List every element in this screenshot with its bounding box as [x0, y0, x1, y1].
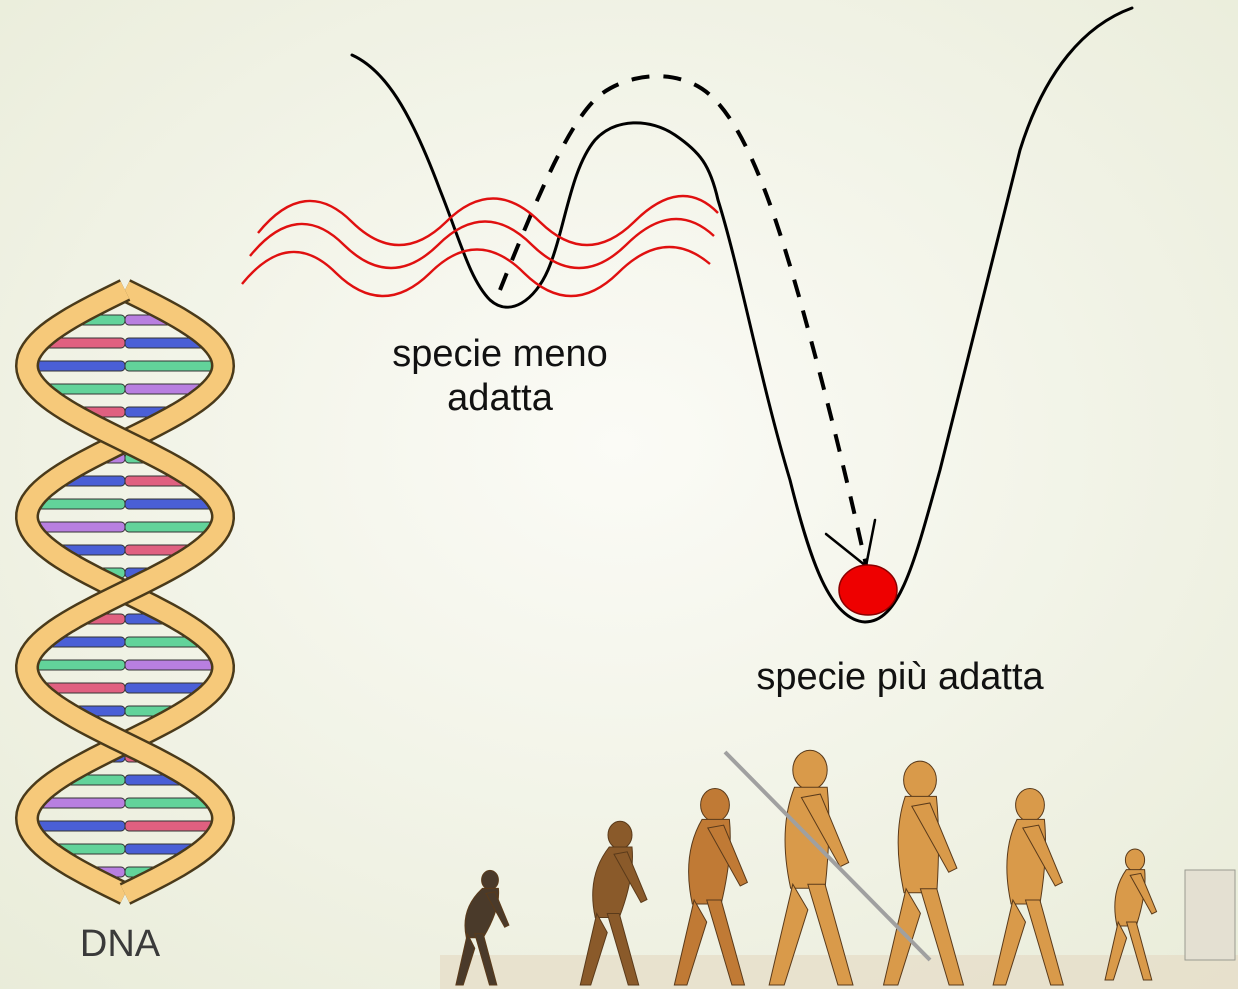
dna-base-pair — [27, 660, 125, 670]
computer-desk-icon — [1185, 870, 1235, 960]
less-fit-label-line1: specie meno — [330, 332, 670, 376]
dna-base-pair — [125, 660, 223, 670]
less-fit-label-line2: adatta — [330, 376, 670, 420]
dna-label: DNA — [30, 922, 210, 966]
dna-base-pair — [125, 361, 223, 371]
dna-base-pair — [27, 361, 125, 371]
red-ball-marker — [839, 565, 897, 615]
less-fit-species-label: specie meno adatta — [330, 332, 670, 420]
more-fit-species-label: specie più adatta — [700, 655, 1100, 699]
